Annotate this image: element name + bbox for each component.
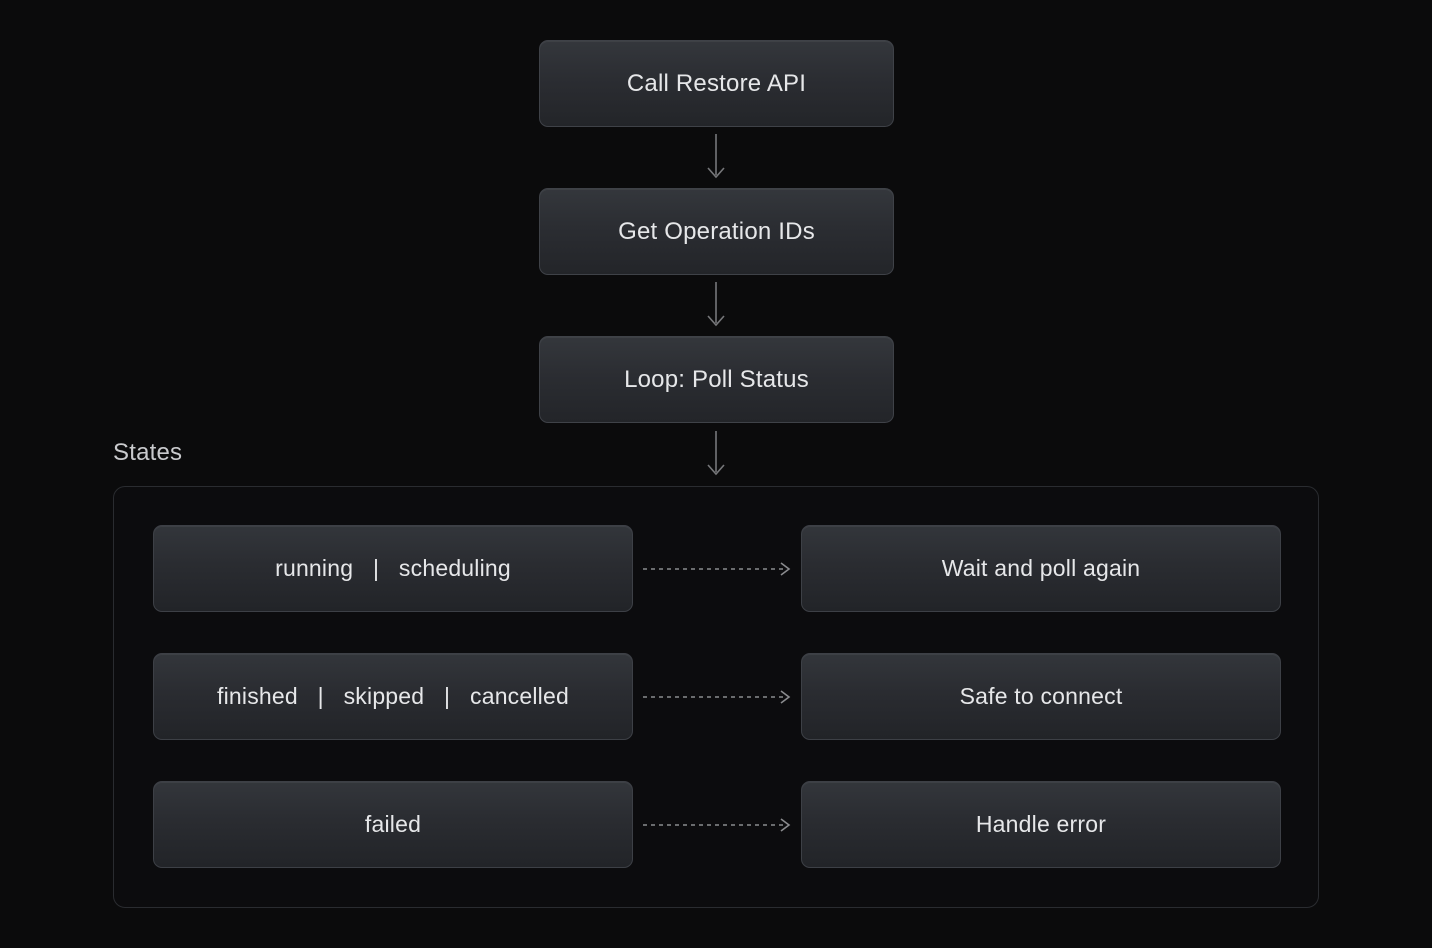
action-box-handle-error: Handle error xyxy=(801,781,1281,868)
flow-node-call-restore-api: Call Restore API xyxy=(539,40,894,127)
flow-node-get-operation-ids: Get Operation IDs xyxy=(539,188,894,275)
state-box-finished-skipped-cancelled: finished | skipped | cancelled xyxy=(153,653,633,740)
dashed-arrow-right-icon xyxy=(643,562,791,576)
flow-node-label: Loop: Poll Status xyxy=(624,365,809,393)
action-box-safe-to-connect: Safe to connect xyxy=(801,653,1281,740)
dashed-arrow-right-icon xyxy=(643,818,791,832)
flow-node-loop-poll-status: Loop: Poll Status xyxy=(539,336,894,423)
action-box-wait-and-poll-again: Wait and poll again xyxy=(801,525,1281,612)
arrow-down-icon xyxy=(707,134,725,179)
flow-node-label: Call Restore API xyxy=(626,69,807,97)
action-label: Wait and poll again xyxy=(941,555,1141,581)
state-label: finished | skipped | cancelled xyxy=(217,683,569,709)
state-box-running-scheduling: running | scheduling xyxy=(153,525,633,612)
states-container: running | scheduling Wait and poll again… xyxy=(113,486,1319,908)
flow-node-label: Get Operation IDs xyxy=(618,217,815,245)
arrow-down-icon xyxy=(707,282,725,327)
arrow-down-icon xyxy=(707,431,725,476)
action-label: Safe to connect xyxy=(959,683,1123,709)
state-box-failed: failed xyxy=(153,781,633,868)
action-label: Handle error xyxy=(975,811,1107,837)
state-label: running | scheduling xyxy=(275,555,511,581)
dashed-arrow-right-icon xyxy=(643,690,791,704)
states-section-title: States xyxy=(113,439,183,466)
state-label: failed xyxy=(364,811,422,837)
